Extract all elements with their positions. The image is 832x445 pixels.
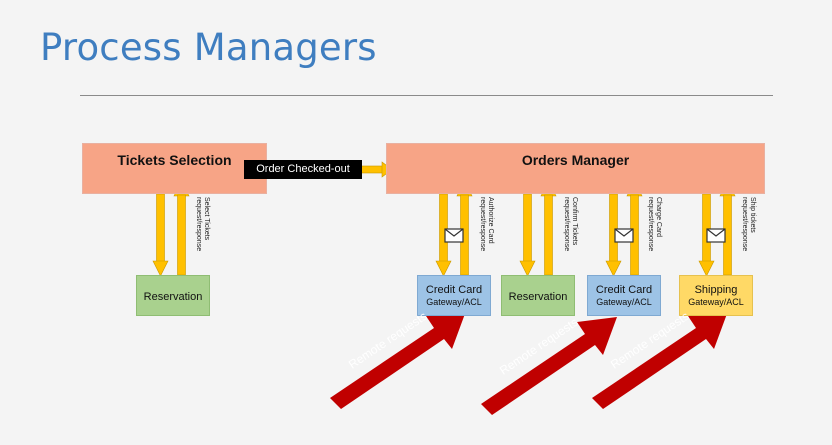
shipping-label: Shipping — [694, 284, 738, 296]
orders-manager-box: Orders Manager — [386, 143, 765, 194]
reservation-box-2: Reservation — [501, 275, 575, 316]
credit-card-box-2: Credit Card Gateway/ACL — [587, 275, 661, 316]
select-tickets-subtext: request/response — [195, 197, 202, 252]
confirm-tickets-text: Confirm Tickets — [571, 197, 578, 246]
authorize-card-subtext: request/response — [479, 197, 486, 252]
up-arrow-confirm — [540, 180, 557, 276]
remote-requests-arrow-2 — [481, 317, 617, 415]
tickets-selection-box: Tickets Selection — [82, 143, 267, 194]
authorize-card-text: Authorize Card — [487, 197, 494, 244]
select-tickets-label: Select Tickets request/response — [195, 197, 210, 269]
ship-tickets-subtext: request/response — [741, 197, 748, 252]
credit-card-label-2: Credit Card — [595, 284, 653, 296]
reservation-label-1: Reservation — [143, 291, 203, 303]
down-arrow-select — [152, 193, 169, 277]
ship-tickets-text: Ship tickets — [749, 197, 756, 233]
reservation-box-1: Reservation — [136, 275, 210, 316]
orders-manager-label: Orders Manager — [521, 152, 630, 168]
charge-card-subtext: request/response — [647, 197, 654, 252]
down-arrow-ship — [698, 193, 715, 277]
tickets-selection-label: Tickets Selection — [117, 152, 232, 168]
confirm-tickets-subtext: request/response — [563, 197, 570, 252]
shipping-sublabel: Gateway/ACL — [688, 297, 744, 307]
mail-icon — [706, 228, 726, 243]
ship-tickets-label: Ship tickets request/response — [741, 197, 756, 269]
credit-card-label-1: Credit Card — [425, 284, 483, 296]
remote-requests-arrow-1 — [330, 311, 466, 409]
credit-card-box-1: Credit Card Gateway/ACL — [417, 275, 491, 316]
up-arrow-select — [173, 180, 190, 276]
shipping-box: Shipping Gateway/ACL — [679, 275, 753, 316]
page-title: Process Managers — [40, 26, 377, 69]
mail-icon — [614, 228, 634, 243]
title-divider — [80, 95, 773, 96]
select-tickets-text: Select Tickets — [203, 197, 210, 241]
charge-card-label: Charge Card request/response — [647, 197, 662, 269]
remote-requests-arrow-3 — [592, 311, 728, 409]
down-arrow-authorize — [435, 193, 452, 277]
credit-card-sublabel-2: Gateway/ACL — [596, 297, 652, 307]
mail-icon — [444, 228, 464, 243]
charge-card-text: Charge Card — [655, 197, 662, 238]
down-arrow-charge — [605, 193, 622, 277]
reservation-label-2: Reservation — [508, 291, 568, 303]
down-arrow-confirm — [519, 193, 536, 277]
authorize-card-label: Authorize Card request/response — [479, 197, 494, 269]
up-arrow-ship — [719, 180, 736, 276]
up-arrow-charge — [626, 180, 643, 276]
up-arrow-authorize — [456, 180, 473, 276]
order-checked-out-event: Order Checked-out — [244, 160, 362, 179]
confirm-tickets-label: Confirm Tickets request/response — [563, 197, 578, 269]
credit-card-sublabel-1: Gateway/ACL — [426, 297, 482, 307]
